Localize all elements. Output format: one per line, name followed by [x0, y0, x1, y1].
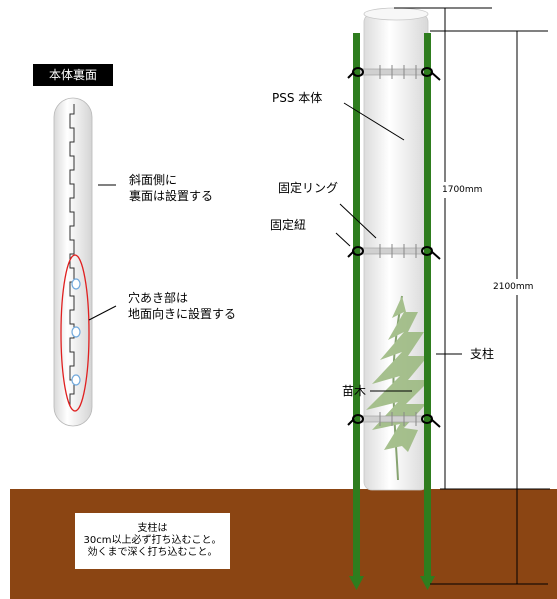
dimension-2100: 2100mm: [493, 279, 534, 295]
back-view-title: 本体裏面: [33, 64, 113, 86]
dimension-lines: [394, 7, 550, 585]
fixing-string-knots: [347, 67, 441, 428]
slope-note: 斜面側に 裏面は設置する: [129, 172, 213, 204]
hole: [71, 278, 81, 290]
seedling: [366, 295, 430, 481]
dimension-1700: 1700mm: [442, 182, 483, 198]
notice-line1: 支柱は: [137, 523, 168, 534]
tube-seam: [69, 104, 75, 406]
hole: [71, 326, 81, 338]
slope-note-line2: 裏面は設置する: [129, 189, 214, 203]
fixing-string-label: 固定紐: [270, 218, 307, 232]
notice-line2: 30cm以上必ず打ち込むこと。: [83, 535, 222, 546]
installation-notice: 支柱は 30cm以上必ず打ち込むこと。 効くまで深く打ち込むこと。: [75, 513, 230, 569]
leader-lines: [335, 102, 462, 392]
fixing-ring-label: 固定リング: [278, 181, 339, 195]
hole-note-line1: 穴あき部は: [128, 291, 189, 305]
back-view-tube: [53, 97, 93, 427]
post-left: [349, 33, 364, 590]
post-label: 支柱: [470, 347, 495, 361]
post-right: [420, 33, 435, 590]
slope-note-line1: 斜面側に: [129, 173, 178, 187]
hole-area-outline: [60, 254, 90, 412]
hole-note: 穴あき部は 地面向きに設置する: [128, 290, 236, 322]
hole-note-line2: 地面向きに設置する: [128, 307, 237, 321]
pss-body-label: PSS 本体: [272, 91, 323, 105]
hole: [71, 374, 81, 386]
seedling-label: 苗木: [342, 384, 367, 398]
notice-line3: 効くまで深く打ち込むこと。: [87, 547, 218, 558]
hole-note-leader: [88, 305, 117, 321]
